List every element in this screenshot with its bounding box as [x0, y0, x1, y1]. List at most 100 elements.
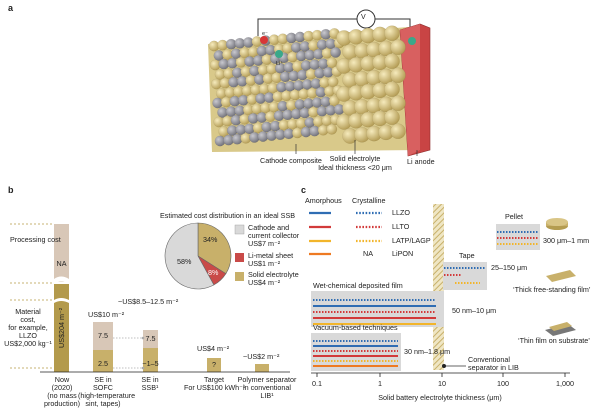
processing-cost-label: Processing cost [10, 235, 61, 244]
sofc-processing-bar [93, 322, 113, 350]
panel-c-label: c [301, 185, 307, 195]
xlabel-target-1: Target [204, 375, 224, 384]
material-cost-l1: Material [15, 307, 41, 316]
sofc-upper-label: 7.5 [98, 331, 108, 340]
pie-label-8: 8% [208, 268, 219, 277]
xlabel-sofc-4: sint, tapes) [85, 399, 121, 408]
tape-box [443, 262, 487, 290]
sofc-lower-label: 2.5 [98, 359, 108, 368]
wet-range: 50 nm–10 μm [452, 306, 497, 315]
ssb-processing-bar [143, 330, 158, 348]
voltmeter-icon [356, 9, 376, 29]
amorphous-header: Amorphous [305, 196, 342, 205]
wet-chemical-box [311, 291, 444, 327]
xlabel-target-2: For US$100 kWh⁻¹ [184, 383, 246, 392]
voltmeter-label: V [361, 14, 366, 21]
vacuum-title: Vacuum-based techniques [313, 323, 398, 332]
legend-llzo: LLZO [392, 208, 410, 217]
pellet-desc: ‘Thick free-standing film’ [513, 285, 591, 294]
now-na-label: NA [56, 259, 67, 268]
separator-label-1: Conventional [468, 355, 510, 364]
vacuum-range: 30 nm–1.8 μm [404, 347, 451, 356]
now-material-bar [54, 284, 69, 372]
sofc-top-label: US$10 m⁻² [88, 310, 125, 319]
now-processing-bar [54, 224, 69, 282]
legend-se-2: US$4 m⁻² [248, 278, 281, 287]
cathode-composite-label: Cathode composite [260, 156, 322, 165]
tape-title: Tape [459, 251, 475, 260]
li-ion-particle-left [275, 50, 283, 58]
x-tick-100: 100 [497, 379, 509, 388]
solid-electrolyte-label: Solid electrolyte [329, 154, 381, 163]
wire-left [257, 18, 357, 36]
xlabel-polymer-2: in conventional [243, 383, 291, 392]
electron-label: e⁻ [262, 31, 268, 37]
x-tick-1000: 1,000 [556, 379, 574, 388]
now-bar-break [54, 276, 69, 284]
legend-lipon: LiPON [392, 249, 414, 258]
xlabel-now-2: (2020) [51, 383, 73, 392]
legend-se-1: Solid electrolyte [248, 270, 299, 279]
pellet-title: Pellet [505, 212, 523, 221]
cost-pie-chart [164, 222, 232, 290]
pie-slice-58 [164, 222, 215, 290]
xlabel-sofc-1: SE in [94, 375, 112, 384]
particle-spheres [208, 25, 406, 147]
ssb-top-label: ~US$8.5–12.5 m⁻² [118, 297, 179, 306]
panel-c-x-axis-label: Solid battery electrolyte thickness (μm) [378, 393, 502, 402]
target-question-mark: ? [212, 360, 216, 369]
legend-cathode-1: Cathode and [248, 223, 290, 232]
pie-label-34: 34% [203, 235, 218, 244]
xlabel-ssb-1: SE in [141, 375, 159, 384]
material-cost-l5: US$2,000 kg⁻¹ [4, 339, 52, 348]
sofc-material-bar [93, 350, 113, 372]
ssb-material-bar [143, 348, 158, 372]
xlabel-sofc-3: (high-temperature [78, 391, 136, 400]
xlabel-polymer-1: Polymer separator [237, 375, 297, 384]
polymer-bar [255, 364, 269, 372]
ssb-upper-label: 7.5 [145, 334, 156, 343]
legend-li-metal-1: Li-metal sheet [248, 251, 294, 260]
legend-cathode-3: US$7 m⁻² [248, 239, 281, 248]
xlabel-ssb-2: SSB¹ [141, 383, 159, 392]
xlabel-now-4: production) [44, 399, 80, 408]
tape-range: 25–150 μm [491, 263, 528, 272]
wet-title: Wet-chemical deposited film [313, 281, 403, 290]
x-tick-1: 1 [378, 379, 382, 388]
xlabel-polymer-3: LIB¹ [260, 391, 274, 400]
separator-band [433, 204, 444, 370]
legend-swatch-solid-electrolyte [235, 272, 244, 281]
panel-a-label: a [8, 3, 14, 13]
tape-thumbnail [546, 270, 576, 282]
xlabel-now-3: (no mass [47, 391, 77, 400]
li-anode-label: Li anode [407, 157, 435, 166]
x-tick-10: 10 [438, 379, 446, 388]
material-cost-l4: LLZO [19, 331, 37, 340]
x-tick-0.1: 0.1 [312, 379, 322, 388]
legend-cathode-2: current collector [248, 231, 300, 240]
pie-title: Estimated cost distribution in an ideal … [160, 211, 296, 220]
target-bar [207, 358, 221, 372]
legend-lipon-na: NA [363, 249, 373, 258]
polymer-top-label: ~US$2 m⁻² [243, 352, 280, 361]
ideal-thickness-label: Ideal thickness <20 μm [318, 163, 392, 172]
xlabel-now-1: Now [54, 375, 70, 384]
electron-particle [260, 36, 268, 44]
legend-swatch-li-metal [235, 253, 244, 262]
legend-li-metal-2: US$1 m⁻² [248, 259, 281, 268]
target-top-label: US$4 m⁻² [197, 344, 230, 353]
panel-b-label: b [8, 185, 14, 195]
material-cost-l3: for example, [8, 323, 48, 332]
material-cost-l2: cost, [20, 315, 36, 324]
legend-latp: LATP/LAGP [392, 236, 431, 245]
ssb-lower-label: ~1–5 [142, 359, 159, 368]
pie-label-58: 58% [177, 257, 192, 266]
legend-llto: LLTO [392, 222, 410, 231]
legend-swatch-cathode [234, 224, 245, 235]
li-ion-particle-right [408, 37, 416, 45]
crystalline-header: Crystalline [352, 196, 386, 205]
separator-label-2: separator in LIB [468, 363, 519, 372]
